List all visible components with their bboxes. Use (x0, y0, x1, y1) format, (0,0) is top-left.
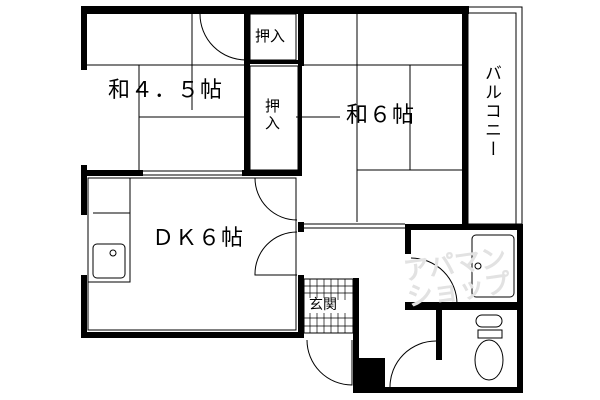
wall-entry-left (298, 275, 304, 338)
wall-bath-left (405, 224, 411, 254)
kitchen-sink (92, 243, 126, 279)
door-swing (389, 340, 437, 388)
toilet-tank (475, 314, 503, 328)
wall-top (81, 6, 469, 14)
room-label-washitsu-6: 和６帖 (346, 103, 416, 128)
door-swing (410, 257, 458, 305)
entrance-tiles (304, 279, 353, 333)
closet-middle-frame (244, 60, 302, 176)
door-swing (199, 13, 247, 61)
walls (81, 6, 523, 393)
entrance-floor (303, 278, 354, 334)
wall-left-mid (81, 165, 87, 215)
wall-bath-top (405, 224, 523, 230)
balcony-inner (467, 12, 517, 225)
faucet (109, 249, 117, 257)
room-label-entrance: 玄関 (309, 297, 337, 313)
wall-dk-right (298, 222, 304, 232)
wall-dk-bottom (81, 332, 303, 338)
bathtub (471, 234, 515, 298)
dk-inner (87, 177, 297, 331)
wall-bath-bottom (405, 302, 523, 310)
wall-bottom (353, 387, 523, 393)
toilet-bowl (474, 339, 504, 381)
wall-toilet-left (436, 302, 442, 360)
room-label-closet-upper: 押入 (255, 27, 286, 45)
door-swing (254, 231, 298, 276)
wall-closet-right (298, 6, 304, 66)
wall-left-upper (81, 6, 87, 70)
kitchen-counter (87, 177, 131, 283)
door-swing (306, 339, 353, 386)
wall-left-lower (81, 275, 87, 338)
room-label-balcony: バルコニー (481, 64, 501, 159)
room-label-dk: ＤＫ６帖 (152, 226, 245, 251)
wall-right-lower (517, 224, 523, 393)
door-swing (254, 177, 298, 221)
wall-6-right (462, 6, 468, 224)
wall-hall-right (353, 278, 359, 393)
bath-drain (474, 262, 482, 270)
room-label-washitsu-45: 和４．５帖 (108, 78, 224, 103)
room-label-closet-middle: 押入 (263, 98, 281, 132)
toilet-seat-base (477, 329, 503, 339)
wall-row-divider (81, 170, 143, 176)
